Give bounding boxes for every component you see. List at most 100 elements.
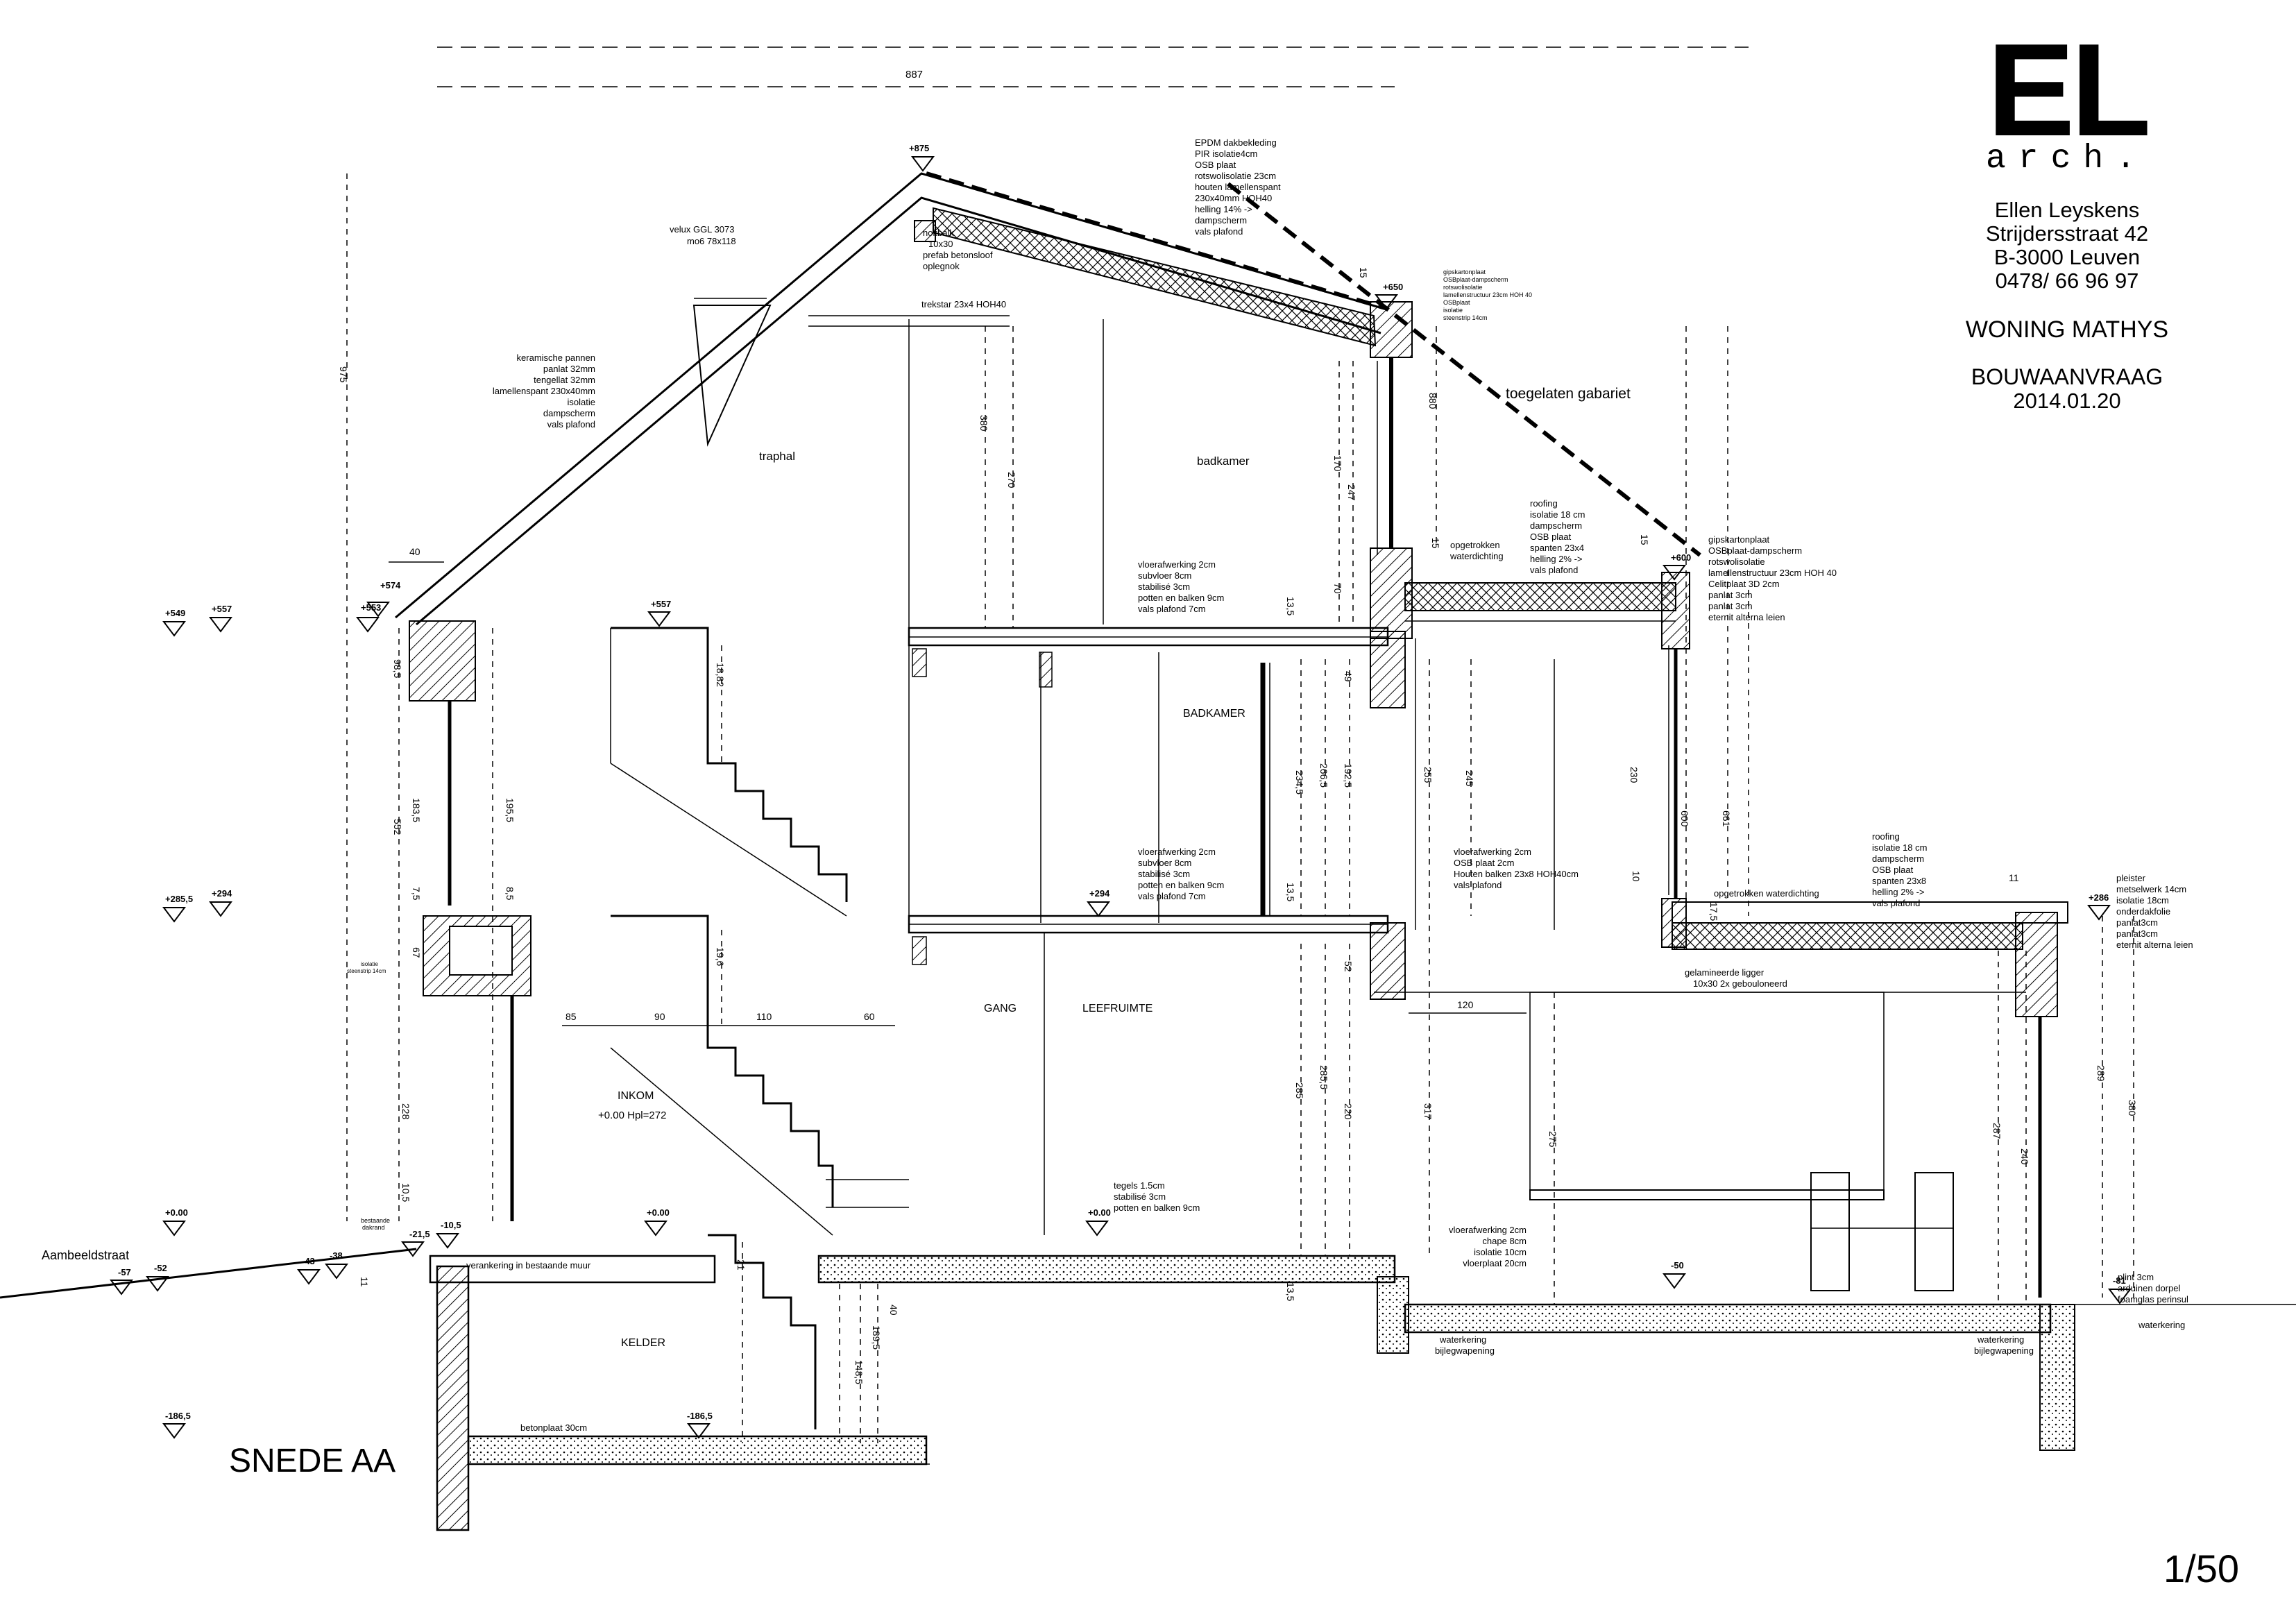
- svg-text:240: 240: [2019, 1148, 2030, 1165]
- annotation-rear-wall: gipskartonplaat OSBplaat-dampscherm rots…: [1443, 269, 1532, 321]
- level-basement-left: -186,5: [162, 1411, 191, 1439]
- svg-text:975: 975: [338, 366, 349, 383]
- overall-width-label: 887: [905, 69, 923, 80]
- svg-text:195,5: 195,5: [504, 798, 516, 822]
- svg-text:230: 230: [1629, 767, 1640, 783]
- architect-name: Ellen Leyskens: [1994, 198, 2140, 222]
- svg-text:8,5: 8,5: [504, 887, 516, 901]
- svg-text:+650: +650: [1383, 282, 1403, 292]
- room-gang: GANG: [984, 1003, 1017, 1014]
- svg-text:vloerafwerking 2cm: vloerafwerking 2cm: [1138, 559, 1216, 570]
- svg-text:OSBplaat: OSBplaat: [1443, 299, 1470, 306]
- svg-text:15: 15: [1639, 534, 1650, 545]
- annotation-upstand1: opgetrokken waterdichting: [1449, 540, 1504, 561]
- svg-text:228: 228: [400, 1103, 411, 1120]
- svg-text:+294: +294: [1089, 888, 1110, 899]
- level-side-a: -43: [297, 1256, 321, 1285]
- svg-text:EPDM dakbekleding: EPDM dakbekleding: [1195, 137, 1277, 148]
- svg-text:plint 3cm: plint 3cm: [2118, 1272, 2154, 1282]
- svg-text:spanten 23x4: spanten 23x4: [1530, 543, 1584, 553]
- svg-text:vals plafond: vals plafond: [1872, 898, 1920, 908]
- svg-text:-186,5: -186,5: [165, 1411, 191, 1421]
- svg-text:helling 14% ->: helling 14% ->: [1195, 204, 1252, 214]
- svg-text:panlat 32mm: panlat 32mm: [543, 364, 595, 374]
- svg-text:287: 287: [1991, 1123, 2002, 1139]
- annotation-upstand2: opgetrokken waterdichting: [1714, 888, 1819, 899]
- level-285: +285,5: [162, 894, 193, 923]
- logo: EL: [1987, 17, 2152, 164]
- svg-text:dampscherm: dampscherm: [1872, 853, 1924, 864]
- svg-text:stabilisé 3cm: stabilisé 3cm: [1138, 581, 1190, 592]
- dimension-values: 975 40 380 270 170 247 70 15 15 15 880 1…: [338, 267, 2138, 1384]
- svg-text:17,5: 17,5: [1708, 902, 1719, 921]
- svg-text:52: 52: [1343, 961, 1354, 972]
- svg-text:-43: -43: [302, 1256, 315, 1266]
- annex-furniture: [1529, 992, 1954, 1291]
- svg-text:Celitplaat 3D 2cm: Celitplaat 3D 2cm: [1708, 579, 1780, 589]
- svg-text:Houten balken 23x8 HOH40cm: Houten balken 23x8 HOH40cm: [1454, 869, 1579, 879]
- svg-text:120: 120: [1457, 999, 1474, 1010]
- svg-text:+0.00: +0.00: [1088, 1207, 1111, 1218]
- annotation-floor1: vloerafwerking 2cm subvloer 8cm stabilis…: [1138, 847, 1224, 901]
- svg-text:49: 49: [1343, 671, 1354, 682]
- svg-text:isolatie 18 cm: isolatie 18 cm: [1530, 509, 1585, 520]
- svg-text:isolatie 18 cm: isolatie 18 cm: [1872, 842, 1927, 853]
- vertical-lines: [908, 319, 2026, 1235]
- svg-text:170: 170: [1332, 455, 1343, 472]
- svg-text:nokbalk: nokbalk: [923, 228, 954, 238]
- annotation-trekstar: trekstar 23x4 HOH40: [921, 299, 1006, 309]
- permitted-envelope-line: [1227, 182, 1701, 557]
- svg-text:opgetrokken: opgetrokken: [1450, 540, 1500, 550]
- svg-text:40: 40: [888, 1305, 899, 1316]
- svg-text:270: 270: [1006, 472, 1017, 488]
- level-650: +650: [1375, 282, 1403, 310]
- svg-text:18,82: 18,82: [715, 663, 726, 687]
- svg-text:380: 380: [2127, 1100, 2138, 1116]
- architect-city: B-3000 Leuven: [1993, 245, 2141, 269]
- svg-text:mo6 78x118: mo6 78x118: [687, 236, 736, 246]
- annotation-flat-roof: roofing isolatie 18 cm dampscherm OSB pl…: [1530, 498, 1585, 575]
- svg-text:OSBplaat-dampscherm: OSBplaat-dampscherm: [1708, 545, 1802, 556]
- svg-text:dakrand: dakrand: [362, 1224, 385, 1231]
- annex-roof: [1661, 898, 2068, 1298]
- level-markers: +875 +574 +553 +549 +557 +557 +285,5 +29…: [110, 143, 2132, 1439]
- stairs: [610, 627, 909, 1429]
- svg-text:isolatie: isolatie: [1443, 307, 1463, 314]
- level-street-a: -57: [110, 1267, 133, 1295]
- title-block: EL arch. Ellen Leyskens Strijdersstraat …: [1887, 17, 2247, 413]
- svg-text:317: 317: [1422, 1103, 1434, 1120]
- svg-text:dampscherm: dampscherm: [543, 408, 595, 418]
- svg-text:subvloer 8cm: subvloer 8cm: [1138, 570, 1191, 581]
- svg-text:85: 85: [566, 1011, 577, 1022]
- level-stair-top: +557: [647, 599, 671, 627]
- svg-text:OSBplaat-dampscherm: OSBplaat-dampscherm: [1443, 276, 1508, 283]
- svg-text:eternit alterna leien: eternit alterna leien: [1708, 612, 1785, 622]
- svg-text:spanten 23x8: spanten 23x8: [1872, 876, 1926, 886]
- svg-text:waterkering: waterkering: [1977, 1334, 2024, 1345]
- svg-text:onderdakfolie: onderdakfolie: [2116, 906, 2170, 917]
- svg-text:vals plafond: vals plafond: [547, 419, 595, 430]
- svg-text:OSB plaat 2cm: OSB plaat 2cm: [1454, 858, 1514, 868]
- svg-text:prefab betonsloof: prefab betonsloof: [923, 250, 993, 260]
- room-badkamer: BADKAMER: [1183, 708, 1245, 720]
- svg-text:gipskartonplaat: gipskartonplaat: [1708, 534, 1770, 545]
- svg-text:+0.00: +0.00: [647, 1207, 670, 1218]
- svg-text:+294: +294: [212, 888, 232, 899]
- svg-text:13,5: 13,5: [1285, 1282, 1296, 1301]
- svg-text:potten en balken 9cm: potten en balken 9cm: [1138, 880, 1224, 890]
- svg-text:247: 247: [1346, 484, 1357, 501]
- annotation-mid-wall: gipskartonplaat OSBplaat-dampscherm rots…: [1708, 534, 1837, 622]
- svg-text:houten lamellenspant: houten lamellenspant: [1195, 182, 1281, 192]
- svg-text:bijlegwapening: bijlegwapening: [1435, 1345, 1495, 1356]
- svg-text:189,5: 189,5: [871, 1325, 882, 1350]
- svg-text:192,5: 192,5: [1343, 763, 1354, 788]
- svg-text:dampscherm: dampscherm: [1195, 215, 1247, 226]
- svg-text:vloerafwerking 2cm: vloerafwerking 2cm: [1138, 847, 1216, 857]
- svg-text:10x30: 10x30: [928, 239, 953, 249]
- svg-text:245: 245: [1464, 770, 1475, 787]
- annotation-plinth: plint 3cm arduinen dorpel foamglas perin…: [2118, 1272, 2188, 1305]
- svg-text:60: 60: [864, 1011, 875, 1022]
- svg-text:OSB plaat: OSB plaat: [1872, 865, 1914, 875]
- svg-text:velux GGL 3073: velux GGL 3073: [670, 224, 734, 235]
